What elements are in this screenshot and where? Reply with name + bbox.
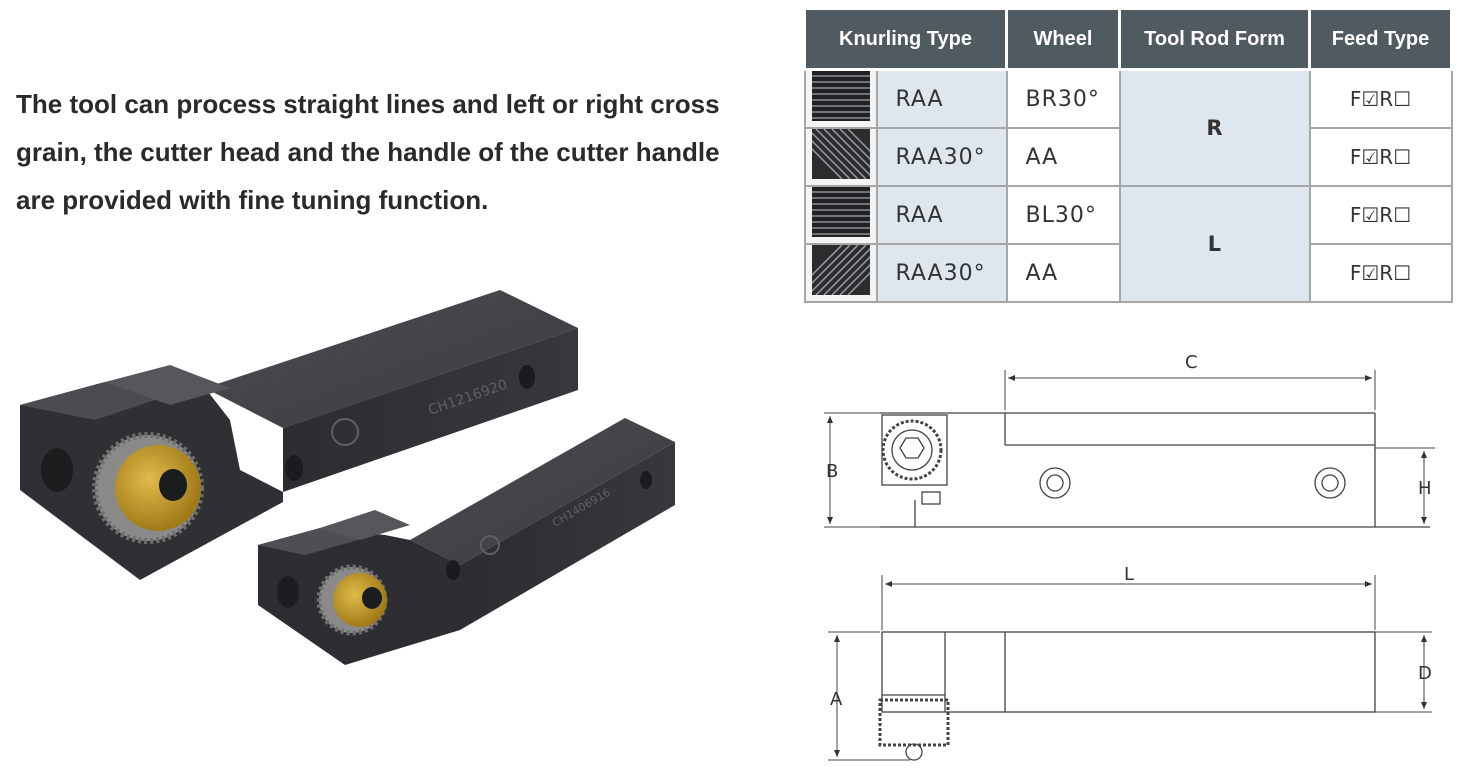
straight-knurl-pattern-icon: [811, 71, 870, 121]
knurl-swatch: [790, 127, 899, 187]
diagonal-right-knurl-pattern-icon: [790, 244, 899, 296]
header-knurling-type: Knurling Type: [803, 7, 1008, 71]
table-row: RAA30° AA F☑R☐: [790, 127, 1453, 187]
dim-label-b: B: [826, 461, 838, 482]
rod-form-cell: R: [1118, 68, 1311, 187]
feed-type-cell: F☑R☐: [1308, 243, 1453, 303]
knurling-type-cell: RAA30°: [875, 127, 1008, 187]
knurling-type-cell: RAA: [875, 185, 1008, 245]
top-view: [878, 631, 1376, 761]
knurling-type-cell: RAA: [875, 68, 1008, 129]
rod-form-cell: L: [1118, 185, 1311, 303]
description-line-1: The tool can process straight lines and …: [16, 89, 720, 119]
spec-table: Knurling Type Wheel Tool Rod Form Feed T…: [790, 7, 1453, 303]
small-knurling-tool: CH1406916: [258, 418, 675, 665]
table-row: RAA BR30° R F☑R☐: [803, 68, 1453, 187]
knurling-type-cell: RAA30°: [875, 243, 1008, 303]
diagonal-left-knurl-pattern-icon: [790, 128, 899, 180]
table-row: RAA BL30° L F☑R☐: [803, 185, 1453, 303]
header-feed-type: Feed Type: [1308, 7, 1453, 71]
wheel-cell: BL30°: [1005, 185, 1121, 245]
dim-label-l: L: [1124, 564, 1134, 585]
dim-label-a: A: [830, 689, 843, 710]
knurl-swatch: [803, 68, 878, 129]
wheel-cell: AA: [1005, 127, 1121, 187]
product-photo: CH1216920 CH1406916: [20, 290, 675, 665]
dim-label-h: H: [1418, 478, 1432, 499]
technical-drawing: C B H L A D: [824, 352, 1435, 761]
table-row: RAA30° AA F☑R☐: [790, 243, 1453, 303]
wheel-cell: BR30°: [1005, 68, 1121, 129]
dim-label-c: C: [1185, 352, 1198, 373]
description-text: The tool can process straight lines and …: [16, 80, 786, 224]
feed-type-cell: F☑R☐: [1308, 127, 1453, 187]
straight-knurl-pattern-icon: [811, 187, 870, 237]
front-view: [880, 412, 1430, 528]
header-tool-rod-form: Tool Rod Form: [1118, 7, 1311, 71]
description-line-3: are provided with fine tuning function.: [16, 185, 489, 215]
header-wheel: Wheel: [1005, 7, 1121, 71]
knurl-swatch: [790, 243, 899, 303]
dim-label-d: D: [1418, 663, 1432, 684]
knurl-swatch: [803, 185, 878, 245]
table-header-row: Knurling Type Wheel Tool Rod Form Feed T…: [803, 7, 1453, 71]
large-knurling-tool: CH1216920: [20, 290, 578, 580]
wheel-cell: AA: [1005, 243, 1121, 303]
feed-type-cell: F☑R☐: [1308, 68, 1453, 129]
feed-type-cell: F☑R☐: [1308, 185, 1453, 245]
description-line-2: grain, the cutter head and the handle of…: [16, 137, 720, 167]
